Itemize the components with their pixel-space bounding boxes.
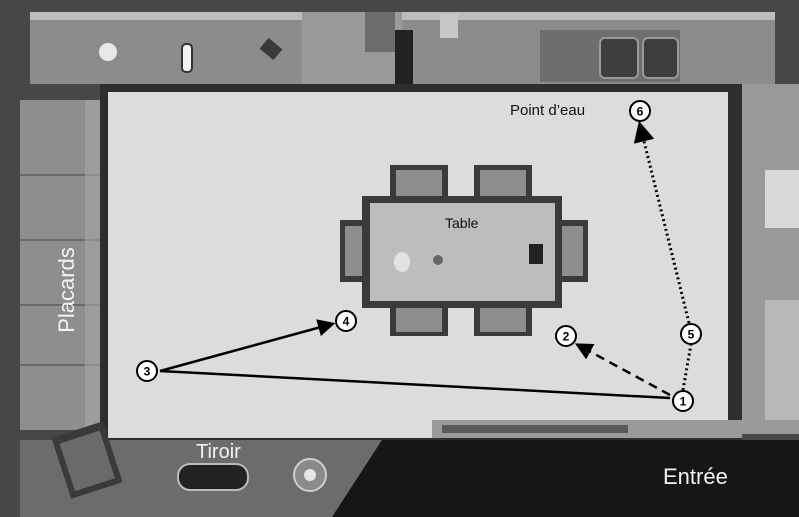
svg-text:1: 1 xyxy=(680,395,687,409)
counter-hood-shade xyxy=(365,12,395,52)
path-1-to-2 xyxy=(574,343,671,397)
sink-basin-right xyxy=(642,37,679,79)
path-3-to-4 xyxy=(159,319,336,373)
counter-object-round xyxy=(99,43,117,61)
waypoint-1: 1 xyxy=(672,390,694,412)
waypoint-6: 6 xyxy=(629,100,651,122)
right-wall-item xyxy=(765,300,799,420)
waypoint-3: 3 xyxy=(136,360,158,382)
label-table: Table xyxy=(445,215,479,231)
entrance-floor xyxy=(332,440,799,517)
table-top xyxy=(370,203,555,301)
svg-text:6: 6 xyxy=(637,105,644,119)
path-1-to-3 xyxy=(159,369,671,400)
label-placards-wrapper: Placards xyxy=(22,240,112,340)
waypoint-4: 4 xyxy=(335,310,357,332)
sink-basin-left xyxy=(599,37,639,79)
table-group xyxy=(340,165,588,336)
counter-object-bottle xyxy=(181,43,193,73)
counter-object-dark xyxy=(259,37,283,61)
path-1-to-5 xyxy=(681,343,693,391)
counter-gap xyxy=(395,30,413,84)
waypoint-2: 2 xyxy=(555,325,577,347)
path-5-to-6 xyxy=(633,120,691,324)
top-counter-edge xyxy=(30,12,775,20)
label-entree: Entrée xyxy=(663,464,728,489)
svg-text:5: 5 xyxy=(688,328,695,342)
svg-text:4: 4 xyxy=(343,315,350,329)
svg-text:2: 2 xyxy=(563,330,570,344)
right-wall-panel xyxy=(765,170,799,228)
label-tiroir: Tiroir xyxy=(196,441,241,463)
label-placards: Placards xyxy=(54,247,79,333)
counter-small-box xyxy=(440,14,458,38)
svg-text:3: 3 xyxy=(144,365,151,379)
drawer-handle xyxy=(177,463,249,491)
waypoint-5: 5 xyxy=(680,323,702,345)
label-point-eau: Point d’eau xyxy=(510,102,586,119)
